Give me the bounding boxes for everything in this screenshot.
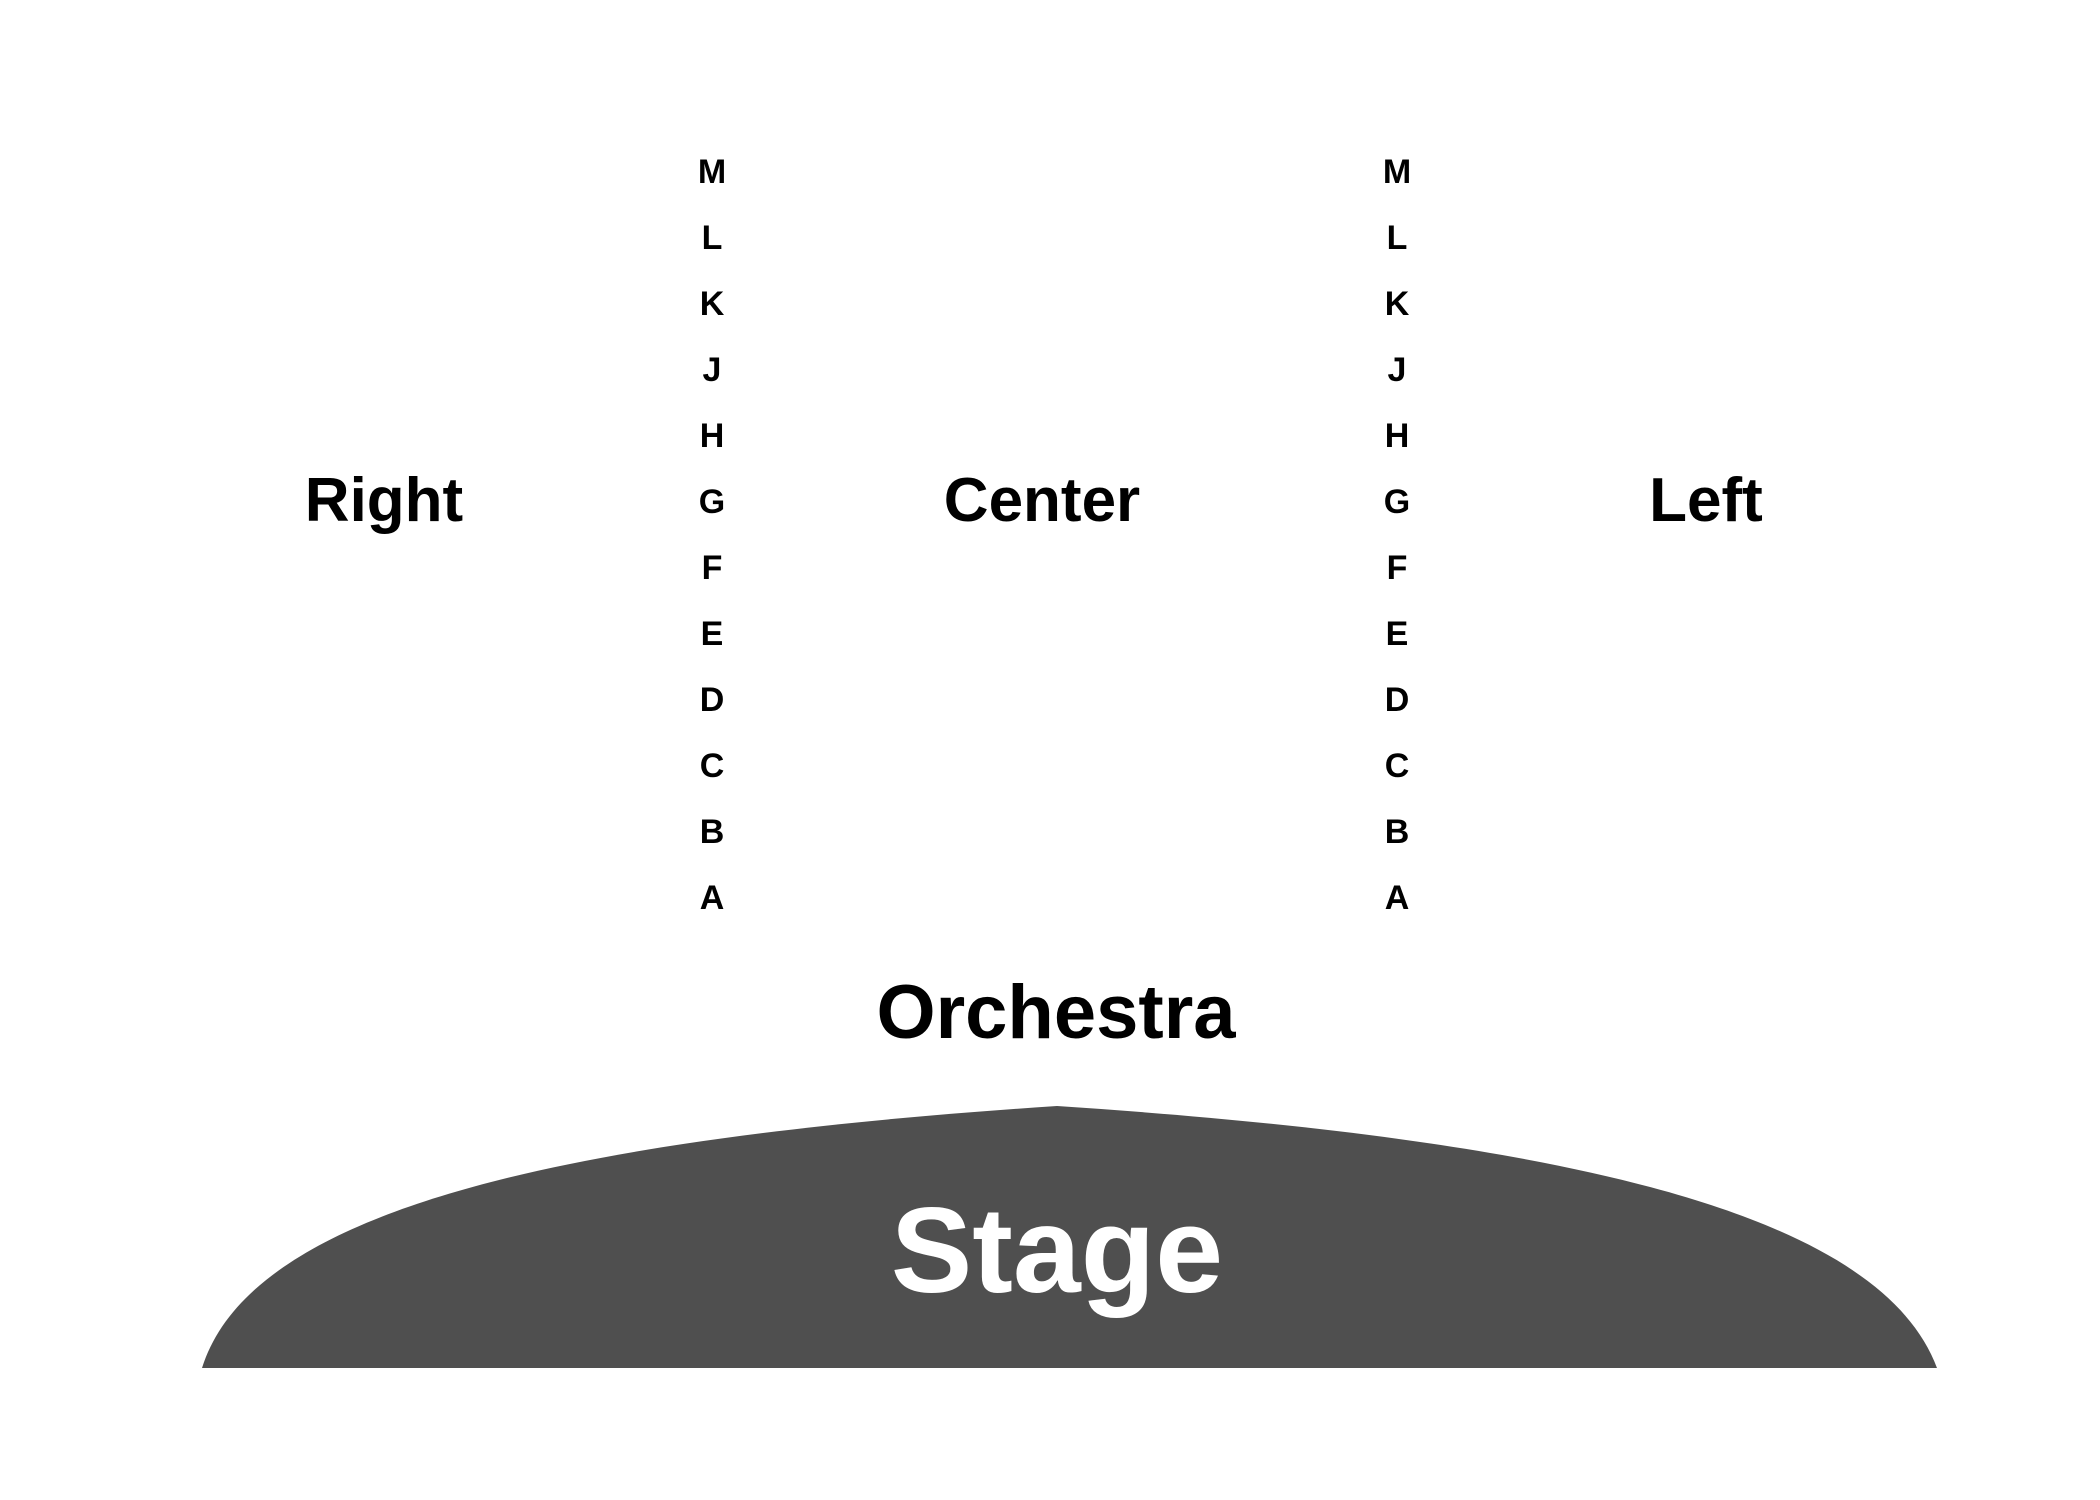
row-label-k: K bbox=[1384, 285, 1410, 323]
row-label-d: D bbox=[1384, 681, 1410, 719]
row-label-b: B bbox=[699, 813, 725, 851]
row-label-a: A bbox=[699, 879, 725, 917]
row-label-g: G bbox=[1383, 483, 1411, 521]
row-label-f: F bbox=[701, 549, 723, 587]
section-label-left: Left bbox=[1649, 466, 1763, 535]
row-label-h: H bbox=[699, 417, 725, 455]
row-label-b: B bbox=[1384, 813, 1410, 851]
stage-label: Stage bbox=[890, 1182, 1224, 1318]
row-label-f: F bbox=[1386, 549, 1408, 587]
row-label-e: E bbox=[700, 615, 724, 653]
row-label-m: M bbox=[697, 153, 727, 191]
row-label-g: G bbox=[698, 483, 726, 521]
row-label-c: C bbox=[699, 747, 725, 785]
row-label-j: J bbox=[702, 351, 722, 389]
row-label-m: M bbox=[1382, 153, 1412, 191]
section-label-orchestra: Orchestra bbox=[876, 970, 1236, 1055]
row-label-e: E bbox=[1385, 615, 1409, 653]
section-label-center: Center bbox=[943, 466, 1141, 535]
row-label-l: L bbox=[1386, 219, 1408, 257]
row-label-c: C bbox=[1384, 747, 1410, 785]
section-label-right: Right bbox=[304, 466, 464, 535]
row-label-l: L bbox=[701, 219, 723, 257]
row-label-d: D bbox=[699, 681, 725, 719]
row-label-k: K bbox=[699, 285, 725, 323]
row-label-h: H bbox=[1384, 417, 1410, 455]
row-label-j: J bbox=[1387, 351, 1407, 389]
row-label-a: A bbox=[1384, 879, 1410, 917]
stage-area bbox=[202, 1106, 1937, 1368]
